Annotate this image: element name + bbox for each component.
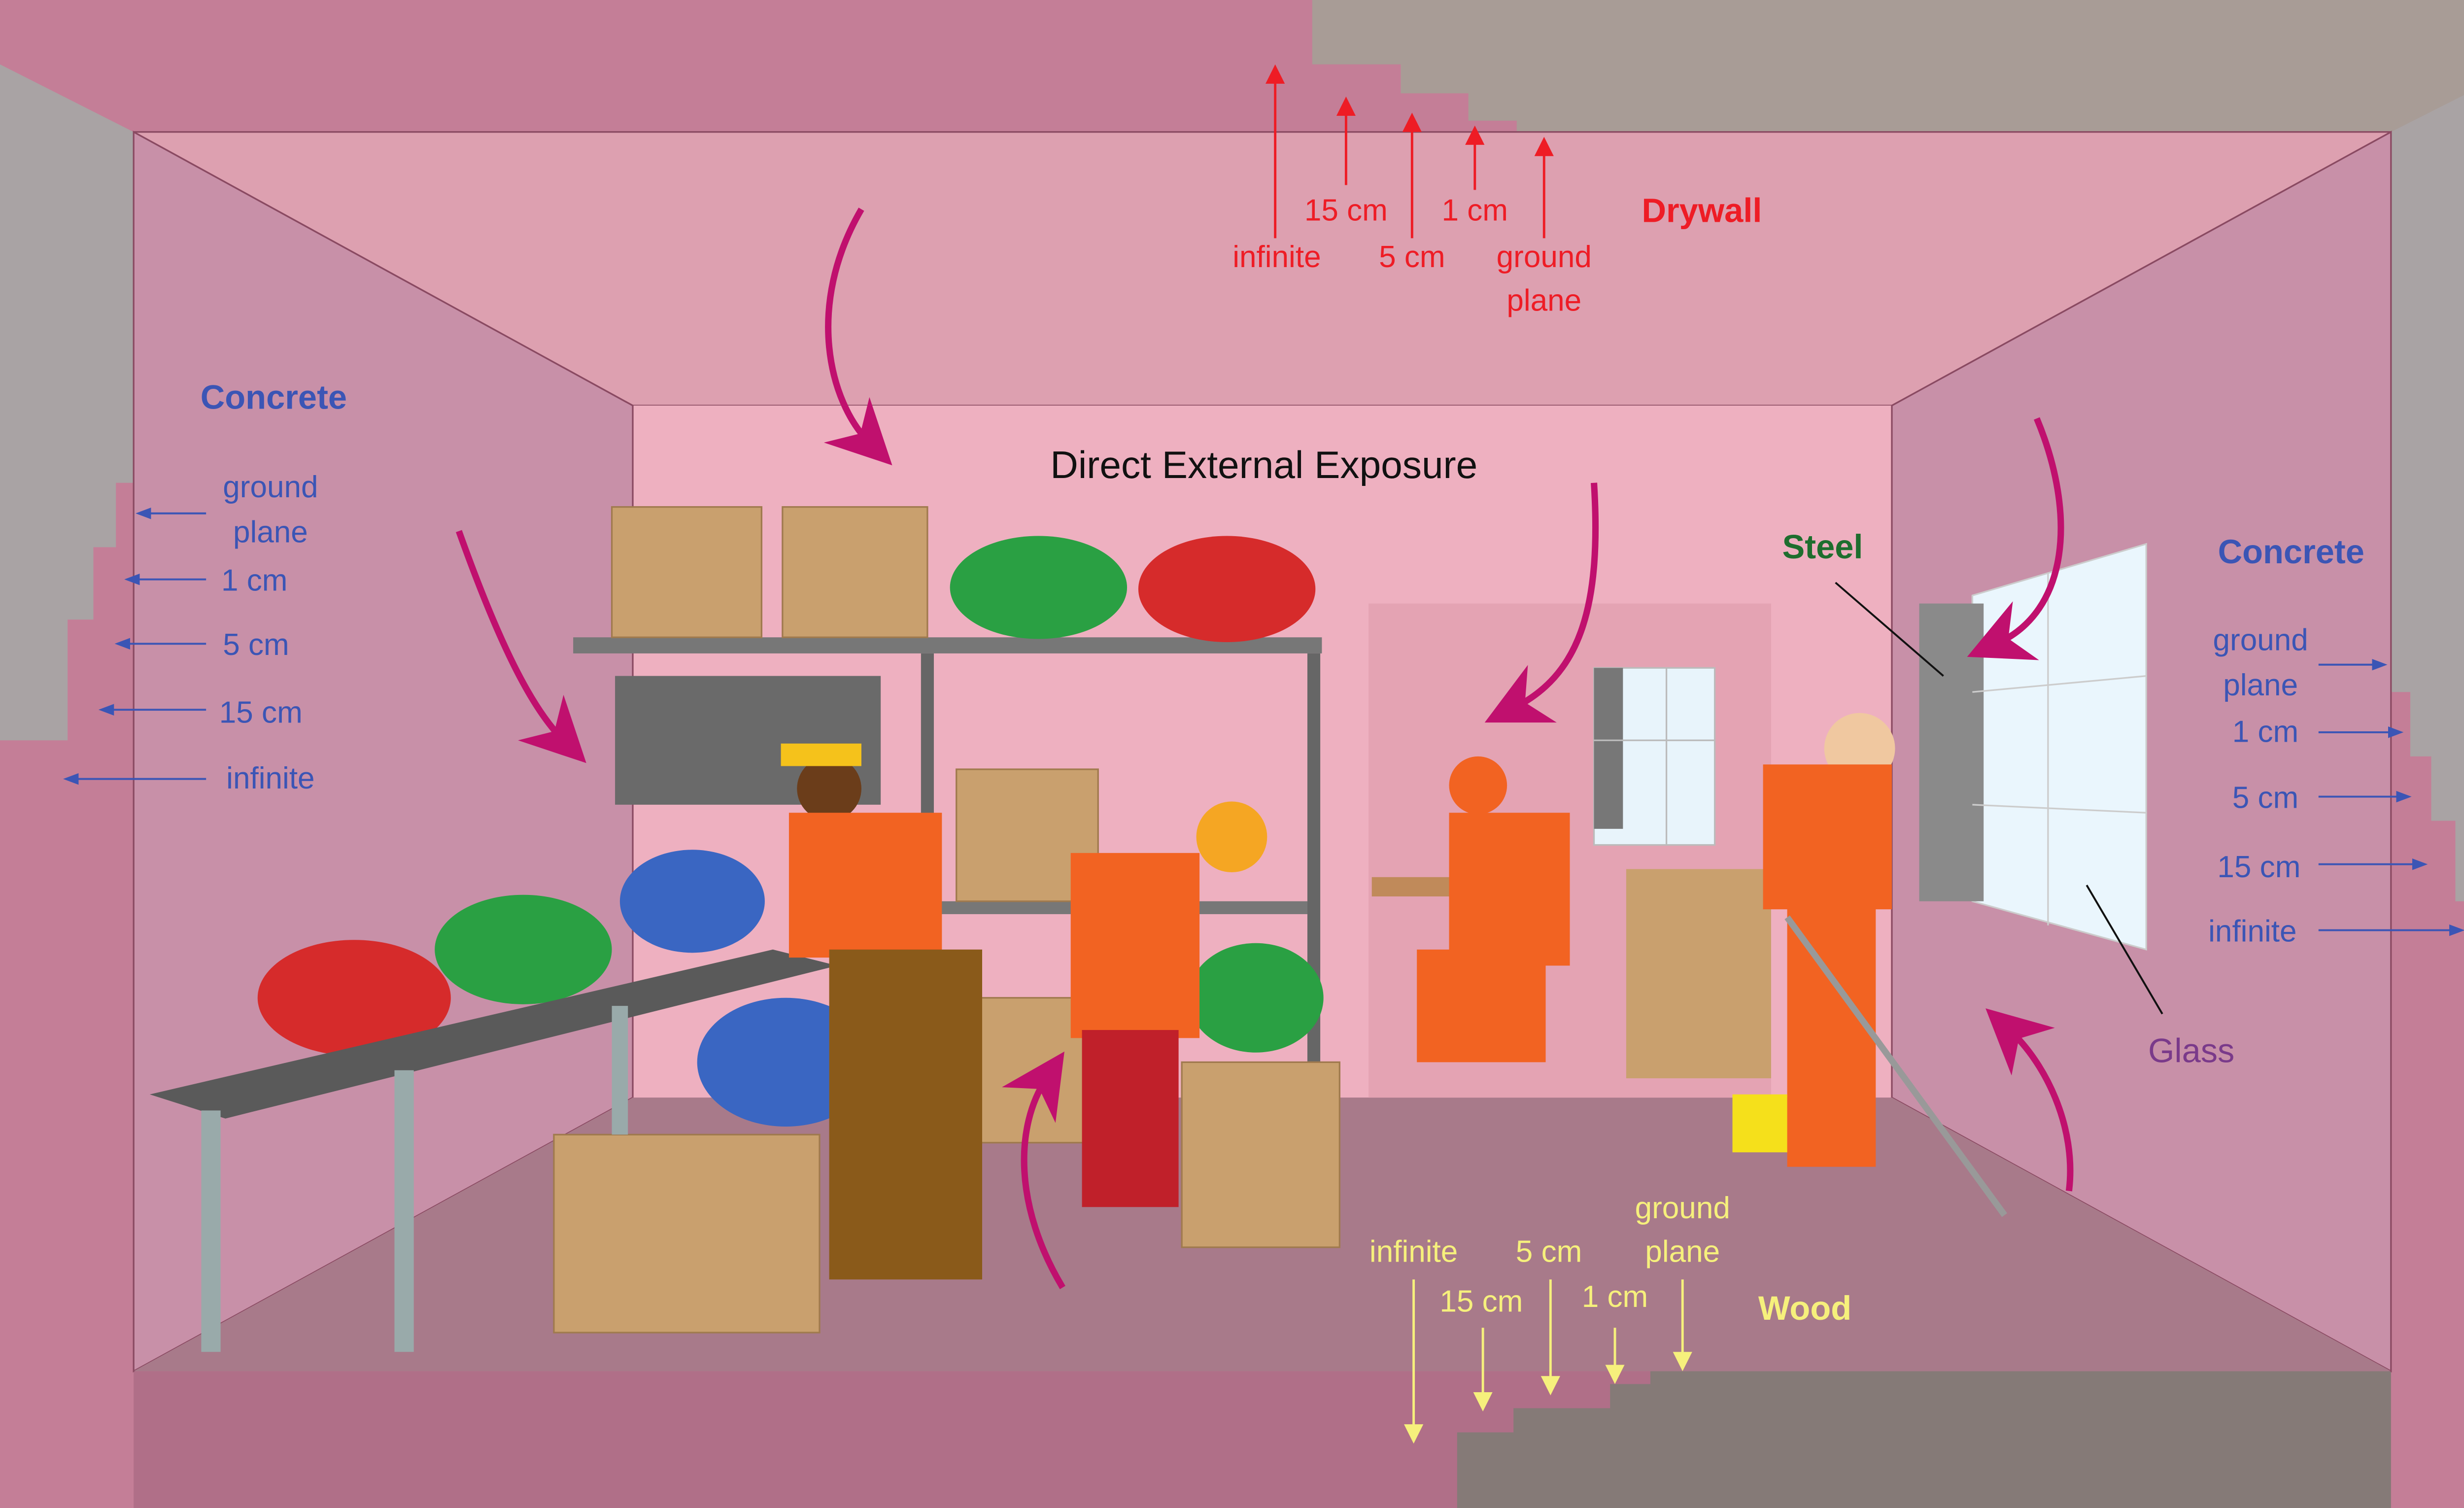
left-concrete-label: Concrete	[201, 378, 347, 416]
wood-1cm: 1 cm	[1582, 1280, 1648, 1314]
small-window	[1593, 667, 1716, 846]
worker-bending	[1070, 801, 1267, 1207]
right-5cm: 5 cm	[2232, 781, 2298, 815]
left-5cm: 5 cm	[223, 628, 289, 662]
left-concrete-arrows	[63, 508, 206, 785]
right-concrete-arrows	[2318, 658, 2464, 936]
exposure-arrows	[456, 207, 2074, 1289]
stone-right	[2391, 95, 2464, 901]
worker-sitting	[1371, 756, 1771, 1079]
conveyor	[149, 676, 881, 1352]
right-concrete-label: Concrete	[2218, 533, 2364, 571]
wood-5cm: 5 cm	[1516, 1234, 1582, 1268]
wood-plane: plane	[1645, 1234, 1720, 1268]
right-1cm: 1 cm	[2232, 715, 2298, 749]
glass-label: Glass	[2148, 1031, 2234, 1069]
drywall-arrows	[1266, 64, 1554, 239]
wood-ground: ground	[1635, 1191, 1730, 1225]
left-15cm: 15 cm	[219, 695, 303, 729]
right-infinite: infinite	[2208, 914, 2296, 948]
diagram-title: Direct External Exposure	[1050, 443, 1477, 486]
drywall-plane: plane	[1506, 283, 1581, 317]
right-15cm: 15 cm	[2217, 850, 2300, 884]
wood-15cm: 15 cm	[1439, 1285, 1523, 1319]
right-ground: ground	[2213, 623, 2308, 657]
drywall-5cm: 5 cm	[1379, 240, 1445, 274]
wood-arrows	[1404, 1279, 1692, 1444]
large-window	[1919, 543, 2147, 951]
steel-label: Steel	[1782, 528, 1863, 566]
right-plane: plane	[2223, 668, 2298, 702]
left-ground: ground	[223, 470, 318, 504]
boxes	[553, 506, 1340, 1334]
left-plane: plane	[233, 515, 308, 549]
stone-left	[0, 64, 134, 741]
drywall-label: Drywall	[1642, 192, 1762, 230]
worker-vacuum	[1732, 713, 2007, 1217]
wood-infinite: infinite	[1369, 1234, 1458, 1268]
drywall-infinite: infinite	[1232, 240, 1321, 274]
stone-floor	[1457, 1371, 2391, 1508]
worker-conveyor	[781, 743, 983, 1280]
left-infinite: infinite	[226, 761, 314, 795]
glass-leader	[2086, 885, 2163, 1015]
drywall-ground: ground	[1497, 240, 1592, 274]
steel-leader	[1835, 582, 1944, 677]
wood-label: Wood	[1758, 1289, 1851, 1327]
drywall-15cm: 15 cm	[1304, 193, 1388, 227]
left-1cm: 1 cm	[221, 564, 287, 598]
drywall-1cm: 1 cm	[1442, 193, 1508, 227]
stone-ceiling	[1312, 0, 2464, 132]
